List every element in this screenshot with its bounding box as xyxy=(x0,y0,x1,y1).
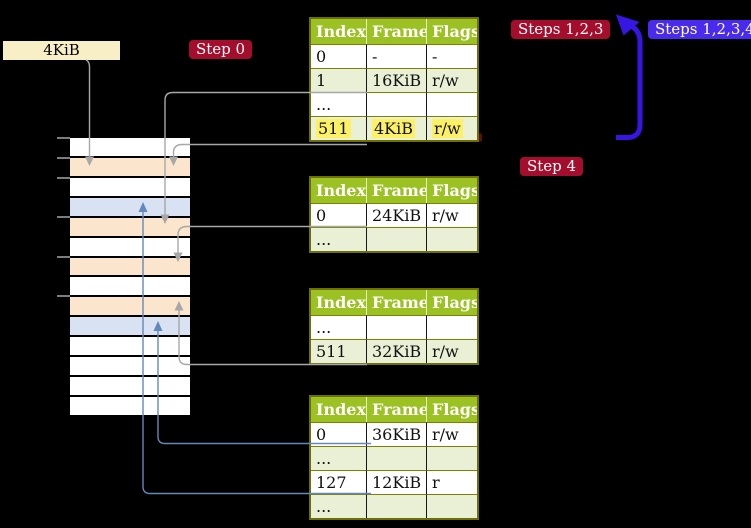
table-cell: 0 xyxy=(311,44,367,68)
memory-row-page-table-frame xyxy=(70,257,190,278)
table-cell xyxy=(367,315,427,339)
table-cell: ... xyxy=(311,315,367,339)
memory-tick xyxy=(57,156,70,159)
memory-row-free xyxy=(70,357,190,378)
table-cell xyxy=(427,92,477,116)
table-cell: - xyxy=(427,44,477,68)
column-header-flags: Flags xyxy=(427,397,477,422)
table-cell: 16KiB xyxy=(367,68,427,92)
memory-row-mapped-page-frame xyxy=(70,197,190,218)
memory-row-free xyxy=(70,237,190,258)
memory-row-page-table-frame xyxy=(70,217,190,238)
column-header-flags: Flags xyxy=(427,19,477,44)
highlighted-value: 511 xyxy=(316,119,351,138)
memory-row-page-table-frame xyxy=(70,297,190,318)
table-cell: r/w xyxy=(427,203,477,227)
column-header-frame: Frame xyxy=(367,19,427,44)
memory-tick xyxy=(57,137,70,139)
column-header-index: Index xyxy=(311,19,367,44)
table-cell xyxy=(427,227,477,251)
frame-address-label: 4KiB xyxy=(3,41,120,60)
memory-tick xyxy=(57,295,70,298)
column-header-index: Index xyxy=(311,290,367,315)
table-cell: r xyxy=(427,470,477,494)
column-header-index: Index xyxy=(311,397,367,422)
column-header-frame: Frame xyxy=(367,178,427,203)
table-cell xyxy=(367,227,427,251)
line-l4-entry511-to-4kib-frame xyxy=(172,143,367,158)
column-header-flags: Flags xyxy=(427,178,477,203)
memory-row-free xyxy=(70,177,190,198)
memory-row-page-table-frame xyxy=(70,157,190,178)
memory-row-free xyxy=(70,396,190,415)
table-cell: 24KiB xyxy=(367,203,427,227)
memory-tick xyxy=(57,255,70,258)
table-cell: r/w xyxy=(427,68,477,92)
table-cell: ... xyxy=(311,227,367,251)
table-cell: 36KiB xyxy=(367,422,427,446)
column-header-index: Index xyxy=(311,178,367,203)
memory-tick xyxy=(57,216,70,219)
table-cell xyxy=(427,315,477,339)
table-cell: r/w xyxy=(427,339,477,363)
table-cell: 1 xyxy=(311,68,367,92)
table-cell xyxy=(427,446,477,470)
table-cell: 0 xyxy=(311,203,367,227)
column-header-flags: Flags xyxy=(427,290,477,315)
memory-row-free xyxy=(70,277,190,298)
table-cell xyxy=(367,494,427,518)
table-cell: 12KiB xyxy=(367,470,427,494)
table-cell: 511 xyxy=(311,339,367,363)
memory-tick xyxy=(57,176,70,179)
table-cell: 0 xyxy=(311,422,367,446)
entry511-pointer-mark xyxy=(479,133,482,142)
table-cell: ... xyxy=(311,92,367,116)
badge-step-0: Step 0 xyxy=(189,40,253,59)
badge-steps-1-2-3-4: Steps 1,2,3,4 xyxy=(648,20,751,39)
table-cell: 4KiB xyxy=(367,116,427,140)
table-cell: 511 xyxy=(311,116,367,140)
table-cell: - xyxy=(367,44,427,68)
column-header-frame: Frame xyxy=(367,290,427,315)
table-cell: 127 xyxy=(311,470,367,494)
table-cell: r/w xyxy=(427,422,477,446)
memory-row-free xyxy=(70,337,190,358)
memory-row-mapped-page-frame xyxy=(70,317,190,338)
table-cell xyxy=(367,92,427,116)
memory-row-free xyxy=(70,377,190,397)
recursive-loop-arrowhead-icon xyxy=(616,14,640,36)
table-cell: ... xyxy=(311,494,367,518)
table-cell: ... xyxy=(311,446,367,470)
column-header-frame: Frame xyxy=(367,397,427,422)
highlighted-value: 4KiB xyxy=(372,119,416,138)
table-cell: r/w xyxy=(427,116,477,140)
highlighted-value: r/w xyxy=(432,119,463,138)
physical-memory-column xyxy=(70,138,190,415)
badge-step-4: Step 4 xyxy=(520,157,584,176)
badge-steps-1-2-3: Steps 1,2,3 xyxy=(511,20,611,39)
table-cell xyxy=(367,446,427,470)
memory-row-free xyxy=(70,138,190,158)
recursive-loop-arrow xyxy=(616,23,643,140)
table-cell: 32KiB xyxy=(367,339,427,363)
table-cell xyxy=(427,494,477,518)
